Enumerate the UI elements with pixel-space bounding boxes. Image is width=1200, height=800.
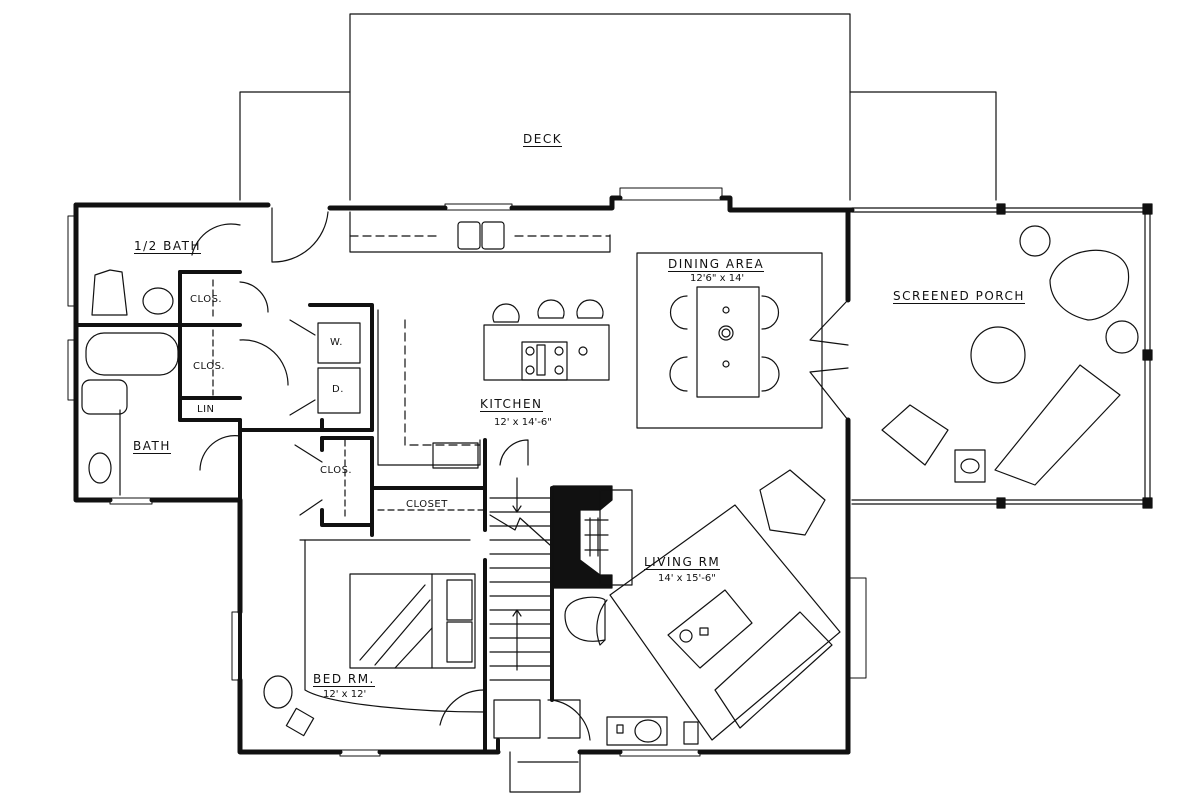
dining-set [636, 252, 849, 429]
half-bath-label: 1/2 BATH [134, 239, 201, 254]
bedroom-label: BED RM. [313, 672, 375, 687]
linen-label: LIN [197, 404, 215, 415]
bedroom-dims: 12' x 12' [323, 689, 367, 700]
dining-area-label: DINING AREA [668, 257, 765, 272]
dryer-box [317, 367, 361, 414]
exterior-walls [73, 195, 855, 755]
dining-area-dims: 12'6" x 14' [690, 273, 745, 284]
deck-label: DECK [523, 132, 563, 147]
washer-label: W. [330, 337, 343, 348]
living-room-label: LIVING RM [644, 555, 721, 570]
closet-label: CLOSET [406, 499, 448, 510]
porch-furniture [881, 225, 1139, 486]
staircase [489, 439, 551, 681]
closet-doors [191, 207, 486, 521]
kitchen-label: KITCHEN [480, 397, 543, 412]
dryer-label: D. [332, 384, 344, 395]
interior-walls [74, 270, 554, 754]
living-room-dims: 14' x 15'-6" [658, 573, 716, 584]
living-furniture [564, 469, 841, 746]
windows [67, 187, 867, 757]
kitchen-dims: 12' x 14'-6" [494, 417, 552, 428]
washer-box [317, 322, 361, 364]
bath-label: BATH [133, 439, 171, 454]
screened-porch-label: SCREENED PORCH [893, 289, 1025, 304]
bath-fixtures [81, 269, 179, 496]
closet-2-label: CLOS. [193, 361, 226, 372]
closet-3-label: CLOS. [320, 465, 353, 476]
entry-stoop [439, 689, 591, 793]
deck-outline [239, 13, 997, 201]
closet-1-label: CLOS. [190, 294, 223, 305]
kitchen-counters [349, 211, 611, 469]
bedroom-furniture [263, 539, 486, 737]
porch-walls [851, 203, 1153, 509]
kitchen-island [483, 299, 610, 381]
fireplace [552, 485, 633, 589]
